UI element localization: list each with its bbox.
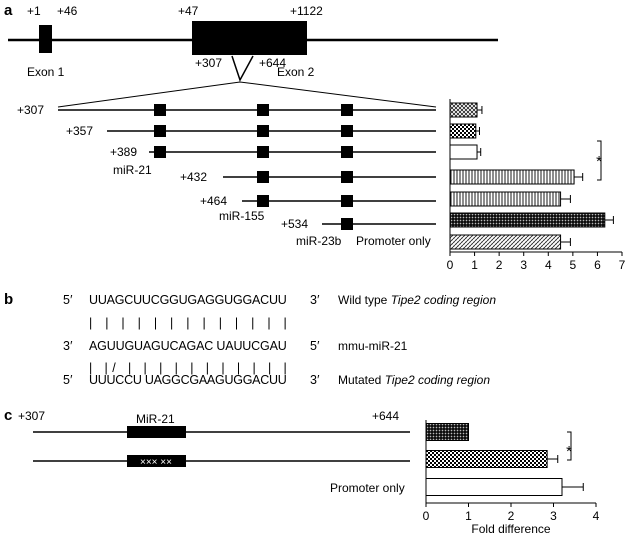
mir21-label: miR-21 (113, 163, 152, 177)
mir23b-site (341, 171, 353, 183)
bar (425, 423, 469, 441)
seq-row2-3prime: 3′ (63, 339, 73, 353)
seq-row3-3prime: 3′ (310, 373, 320, 387)
seq-row1-3prime: 3′ (310, 293, 320, 307)
panel-c-mutated-site (127, 455, 186, 467)
significance-star-a: * (596, 153, 602, 170)
significance-bracket (567, 431, 572, 461)
pos-exon2-start-label: +47 (178, 4, 199, 18)
x-tick-label: 3 (520, 258, 527, 272)
panel-c-mutation-marks: ××× ×× (140, 457, 172, 468)
bar (449, 144, 478, 160)
construct-label: +307 (17, 103, 44, 117)
x-tick-label: 5 (570, 258, 577, 272)
x-tick-label: 0 (423, 509, 430, 523)
significance-bracket (597, 140, 602, 181)
construct-label: +464 (200, 194, 227, 208)
pos-start-label: +1 (27, 4, 41, 18)
panel-c-mir21-site (127, 426, 186, 438)
seq-row3-sequence: UUUCCU UAGGCGAAGUGGACUU (89, 373, 287, 387)
promoter-only-label-c: Promoter only (330, 481, 405, 495)
x-tick-label: 1 (465, 509, 472, 523)
mir155-site (257, 195, 269, 207)
mir155-site (257, 146, 269, 158)
seq-row2-description: mmu-miR-21 (338, 339, 408, 353)
zoom-expansion-lines (57, 81, 437, 108)
x-tick-label: 0 (447, 258, 454, 272)
construct-label: +432 (180, 170, 207, 184)
construct-label: +389 (110, 145, 137, 159)
bar (449, 123, 477, 139)
mir21-site (154, 146, 166, 158)
mir155-site (257, 125, 269, 137)
panel-c-mir21-label: MiR-21 (136, 412, 175, 426)
construct-diagram: +307 +357 +389 +432 +464 +534 miR-21 miR… (17, 103, 436, 248)
zoom-left-label: +307 (195, 56, 222, 70)
bar (425, 478, 563, 496)
mir23b-site (341, 104, 353, 116)
panel-c-constructs: +307 +644 MiR-21 ××× ×× Promoter only (18, 409, 410, 495)
chart-c: 0 1 2 3 4 (423, 420, 600, 523)
bar (449, 212, 606, 228)
x-tick-label: 4 (545, 258, 552, 272)
seq-row3-5prime: 5′ (63, 373, 73, 387)
x-axis-title-c: Fold difference (471, 522, 550, 536)
chart-a: 0 1 2 3 4 5 6 7 (447, 99, 626, 272)
panel-label-a: a (4, 2, 13, 19)
seq-row2-sequence: AGUUGUAGUCAGAC UAUUCGAU (89, 339, 287, 353)
mir23b-site (341, 125, 353, 137)
seq-row1-description: Wild type Tipe2 coding region (338, 293, 496, 307)
panel-label-c: c (4, 407, 12, 424)
significance-star-c: * (566, 443, 572, 460)
x-tick-label: 3 (550, 509, 557, 523)
mir155-site (257, 104, 269, 116)
exon-1-box (39, 25, 52, 53)
exon-2-box (192, 21, 307, 55)
exon-2-label: Exon 2 (277, 65, 315, 79)
construct-label: +534 (281, 217, 308, 231)
bar (449, 102, 478, 118)
seq-bonds-1: | | | | | | | | | | | | | (89, 316, 287, 330)
mir23b-label: miR-23b (296, 234, 342, 248)
seq-row1-sequence: UUAGCUUCGGUGAGGUGGACUU (89, 293, 287, 307)
x-tick-label: 2 (496, 258, 503, 272)
zoom-right-label: +644 (259, 56, 286, 70)
mir23b-site (341, 195, 353, 207)
zoom-v-connector (231, 55, 254, 82)
mir155-label: miR-155 (219, 209, 265, 223)
mir21-site (154, 125, 166, 137)
bar (425, 450, 548, 468)
bar (449, 191, 562, 207)
panel-c-left-label: +307 (18, 409, 45, 423)
mir155-site (257, 171, 269, 183)
mir21-site (154, 104, 166, 116)
exon-1-label: Exon 1 (27, 65, 65, 79)
gene-schematic: +1 +46 +47 +1122 Exon 1 Exon 2 +307 +644 (8, 4, 498, 108)
x-tick-label: 6 (594, 258, 601, 272)
panel-label-b: b (4, 291, 13, 308)
x-tick-label: 7 (619, 258, 626, 272)
pos-exon1-end-label: +46 (57, 4, 78, 18)
seq-row2-5prime: 5′ (310, 339, 320, 353)
bar (449, 169, 575, 185)
sequence-alignment: 5′ UUAGCUUCGGUGAGGUGGACUU 3′ Wild type T… (63, 293, 496, 387)
x-tick-label: 4 (593, 509, 600, 523)
promoter-only-label-a: Promoter only (356, 234, 431, 248)
pos-exon2-end-label: +1122 (290, 4, 323, 18)
x-tick-label: 1 (471, 258, 478, 272)
seq-row1-5prime: 5′ (63, 293, 73, 307)
bar (449, 234, 562, 250)
panel-c-right-label: +644 (372, 409, 399, 423)
x-tick-label: 2 (508, 509, 515, 523)
mir23b-site (341, 218, 353, 230)
seq-row3-description: Mutated Tipe2 coding region (338, 373, 490, 387)
construct-label: +357 (66, 124, 93, 138)
mir23b-site (341, 146, 353, 158)
